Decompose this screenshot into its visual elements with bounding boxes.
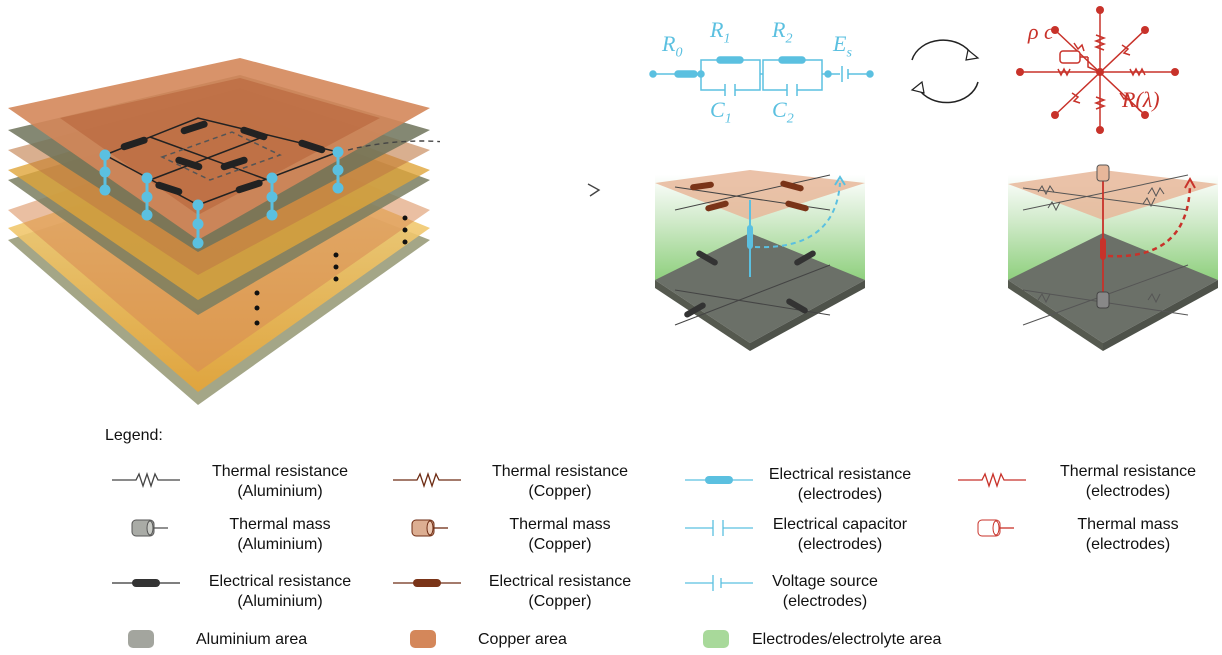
aluminium-area-swatch — [128, 630, 154, 648]
electrical-unit-cube — [655, 170, 865, 351]
legend-title: Legend: — [105, 427, 163, 444]
legend-label: Thermal mass(Aluminium) — [229, 516, 331, 553]
electrical-resistance-copper-icon — [393, 579, 461, 587]
equivalent-circuit — [649, 56, 874, 96]
thermal-resistance-copper-icon — [393, 472, 461, 488]
legend-label: Electrical resistance(Copper) — [488, 573, 632, 610]
layer-copper-top-inner — [60, 78, 380, 215]
thermal-mass-electrodes-icon — [977, 519, 1014, 537]
legend-label: Voltage source(electrodes) — [772, 573, 878, 610]
thermal-node-network — [1016, 6, 1179, 134]
label-r2: R2 — [772, 17, 793, 47]
legend-label: Thermal mass(Copper) — [509, 516, 611, 553]
voltage-source-electrodes-icon — [685, 575, 753, 591]
legend-label: Electrical capacitor(electrodes) — [772, 516, 908, 553]
copper-area-swatch — [410, 630, 436, 648]
legend-label: Thermal resistance(Copper) — [491, 463, 629, 500]
electrical-resistance-aluminium-icon — [112, 579, 180, 587]
legend-label: Thermal mass(electrodes) — [1077, 516, 1179, 553]
legend-label: Electrical resistance(electrodes) — [768, 466, 912, 503]
label-c1: C1 — [710, 97, 732, 127]
zoom-arrowhead — [587, 183, 601, 197]
label-rho-c: ρ c — [1028, 19, 1054, 44]
thermal-resistance-aluminium-icon — [112, 472, 180, 488]
label-es: Es — [833, 31, 852, 61]
label-r-lambda: R(λ) — [1122, 87, 1160, 112]
legend-label: Thermal resistance(electrodes) — [1059, 463, 1197, 500]
legend-label: Electrodes/electrolyte area — [752, 631, 942, 648]
blue-electrode-links — [99, 146, 344, 249]
legend-label: Electrical resistance(Aluminium) — [208, 573, 352, 610]
electrical-capacitor-electrodes-icon — [685, 520, 753, 536]
legend-label: Copper area — [478, 631, 567, 648]
thermal-resistance-electrodes-icon — [958, 472, 1026, 488]
thermal-mass-aluminium-icon — [131, 519, 168, 537]
thermal-unit-cube — [1008, 164, 1218, 351]
legend-label: Aluminium area — [196, 631, 308, 648]
top-dark-resistors — [120, 120, 326, 196]
electrical-resistance-electrodes-icon — [685, 476, 753, 484]
coupling-cycle-arrows — [910, 39, 980, 104]
thermal-mass-copper-icon — [411, 519, 448, 537]
continuation-dots — [254, 215, 408, 326]
label-r1: R1 — [710, 17, 731, 47]
label-c2: C2 — [772, 97, 794, 127]
layered-cell-stack — [8, 58, 440, 405]
electrodes-electrolyte-area-swatch — [703, 630, 729, 648]
label-r0: R0 — [662, 31, 683, 61]
legend-label: Thermal resistance(Aluminium) — [211, 463, 349, 500]
zoom-arrow — [347, 140, 440, 151]
